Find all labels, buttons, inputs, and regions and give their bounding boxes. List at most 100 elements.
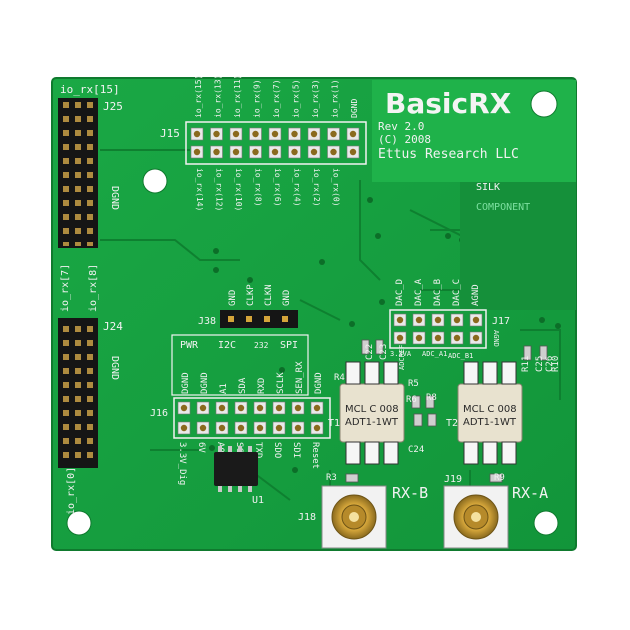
header-pad-hole	[232, 130, 240, 138]
header-pad-hole	[213, 130, 220, 138]
board-title: BasicRX	[385, 87, 512, 120]
j15-bottom-label: io_rx(0)	[332, 168, 341, 207]
header-pad-hole	[199, 404, 207, 412]
mounting-hole	[142, 168, 168, 194]
header-pad-hole	[291, 148, 298, 156]
j17-pin-label: DAC_C	[452, 279, 462, 306]
t2-line1: MCL C 008	[463, 404, 517, 415]
header-pad-hole	[275, 424, 283, 432]
ref-label: R4	[334, 373, 345, 383]
j15-bottom-label: io_rx(8)	[254, 168, 263, 207]
header-pad-hole	[193, 130, 201, 138]
j16-top-label: SEN_RX	[295, 361, 305, 394]
j17-pads	[393, 313, 483, 345]
j17-outline	[389, 309, 487, 349]
small-label: ADC_B1	[448, 352, 473, 360]
j24-pins	[58, 320, 98, 466]
u1-chip	[214, 452, 258, 486]
j15-bottom-label: io_rx(12)	[215, 168, 224, 211]
j16-group-label: PWR	[180, 340, 199, 351]
j15-bottom-label: io_rx(14)	[195, 168, 204, 211]
j16-top-label: SDA	[238, 377, 248, 394]
j16-pads	[177, 401, 324, 435]
header-pad-hole	[271, 130, 279, 138]
j16-bottom-label: Reset	[310, 442, 320, 469]
ref-label: C26	[545, 356, 555, 372]
j16-group-box	[171, 334, 309, 396]
j15-ref: J15	[160, 127, 180, 140]
header-pad-hole	[218, 424, 226, 432]
j24-ref: J24	[103, 320, 123, 333]
board-rev: Rev 2.0	[378, 120, 424, 133]
j38-header	[220, 310, 298, 328]
ref-label: R10	[551, 356, 561, 372]
j25-top-label: io_rx[15]	[60, 83, 120, 96]
mounting-hole	[530, 90, 558, 118]
j15-bottom-label: io_rx(6)	[273, 168, 282, 207]
j17-pin-label: AGND	[471, 284, 481, 306]
header-pad-hole	[275, 404, 283, 412]
j24-top-a: io_rx[7]	[60, 264, 71, 312]
board-maker: Ettus Research LLC	[378, 147, 519, 162]
header-pad-hole	[271, 148, 279, 156]
mounting-hole	[533, 510, 559, 536]
j16-group-label: SPI	[280, 340, 298, 351]
u1-ref: U1	[252, 495, 264, 506]
header-pad-hole	[349, 148, 357, 156]
j18-ref: J18	[298, 512, 316, 523]
header-pad-hole	[294, 404, 302, 412]
header-pad-hole	[472, 316, 480, 324]
header-pad-hole	[180, 404, 188, 412]
j16-bottom-label: 6V	[196, 442, 206, 453]
j16-outline	[173, 397, 331, 439]
header-pad-hole	[218, 404, 226, 412]
layer-silk-label: SILK	[476, 182, 500, 193]
header-pad-hole	[396, 334, 404, 342]
rx-b-label: RX-B	[392, 484, 428, 502]
header-pad-hole	[434, 334, 442, 342]
j15-top-label: io_rx(13)	[214, 75, 223, 118]
j24-top-b: io_rx[8]	[88, 264, 99, 312]
layer-component-label: COMPONENT	[476, 202, 530, 213]
j17-ref: J17	[492, 316, 510, 327]
header-pad-hole	[256, 424, 264, 432]
j24-dgnd: DGND	[109, 356, 120, 380]
header-pad-hole	[415, 316, 423, 324]
header-pad-hole	[415, 334, 423, 342]
j38-pin-label: GND	[228, 290, 238, 306]
j16-top-label: DGND	[200, 372, 210, 394]
small-label: AGND	[492, 330, 500, 347]
ref-label: C23	[379, 344, 389, 360]
j38-pin-label: CLKP	[246, 284, 256, 306]
header-pad-hole	[330, 148, 337, 156]
t1-line2: ADT1-1WT	[345, 417, 399, 428]
header-pad-hole	[294, 424, 302, 432]
small-label: 3.3VA	[390, 350, 412, 358]
j15-top-label: io_rx(7)	[272, 79, 281, 118]
j15-top-label: DGND	[350, 99, 359, 118]
j16-top-label: A1	[219, 383, 229, 394]
passives	[345, 339, 548, 483]
mounting-hole	[66, 510, 92, 536]
j16-top-label: SCLK	[276, 372, 286, 394]
j38-pin-label: GND	[282, 290, 292, 306]
j15-top-label: io_rx(1)	[331, 79, 340, 118]
header-pad-hole	[330, 130, 337, 138]
j38-pins	[228, 316, 288, 322]
header-pad-hole	[434, 316, 442, 324]
j16-ref: J16	[150, 408, 168, 419]
j15-outline	[185, 121, 367, 165]
board-copyright: (C) 2008	[378, 133, 431, 146]
j17-pin-label: DAC_D	[395, 279, 405, 306]
ref-label: C25	[535, 356, 545, 372]
header-pad-hole	[252, 130, 259, 138]
j16-bottom-label: 3.3V_Dig	[177, 442, 187, 485]
header-pad-hole	[237, 404, 245, 412]
small-label: ADC_A1	[422, 350, 447, 358]
ref-label: R9	[494, 473, 505, 483]
j15-top-label: io_rx(11)	[233, 75, 242, 118]
j16-group-label: I2C	[218, 340, 236, 351]
j38-ref: J38	[198, 316, 216, 327]
j15-top-label: io_rx(15)	[194, 75, 203, 118]
